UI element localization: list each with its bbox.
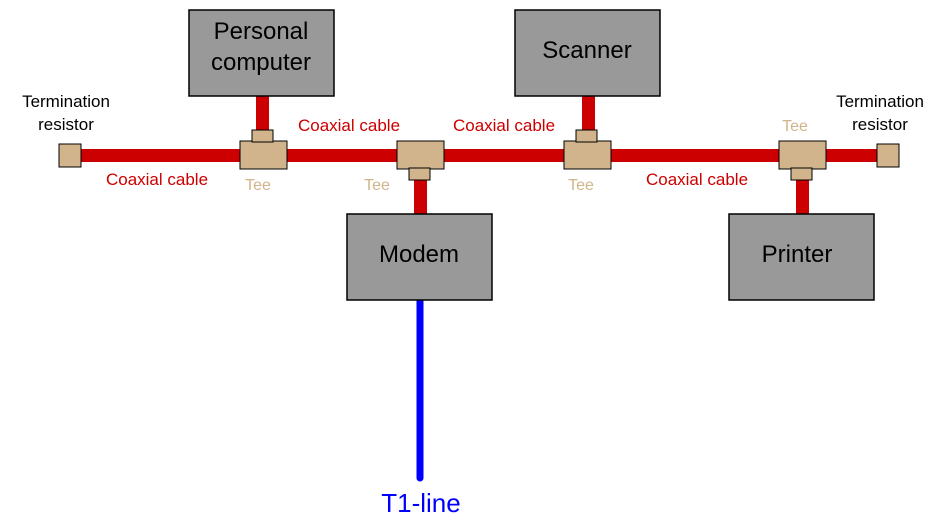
personal-computer-label-line1: Personal — [214, 18, 309, 45]
personal-computer-box — [188, 9, 335, 97]
personal-computer-label-line2: computer — [211, 49, 311, 76]
termination-left-label-line2: resistor — [38, 115, 94, 134]
coaxial-bus — [70, 149, 888, 162]
printer-label: Printer — [762, 241, 833, 268]
printer-box — [728, 213, 875, 301]
termination-resistor-left — [58, 143, 82, 168]
coaxial-cable-label: Coaxial cable — [646, 170, 748, 189]
tee-label: Tee — [782, 118, 808, 135]
termination-right-label-line2: resistor — [852, 115, 908, 134]
tee-connector-4 — [778, 140, 827, 181]
coaxial-cable-label: Coaxial cable — [298, 116, 400, 135]
modem-box — [346, 213, 493, 301]
coaxial-cable-label: Coaxial cable — [106, 170, 208, 189]
modem-drop-cable — [414, 170, 427, 215]
termination-left-label-line1: Termination — [22, 92, 110, 111]
scanner-box — [514, 9, 661, 97]
t1-line-label: T1-line — [381, 488, 460, 518]
tee-label: Tee — [364, 177, 390, 194]
scanner-label: Scanner — [542, 37, 631, 64]
termination-resistor-right — [876, 143, 900, 168]
printer-drop-cable — [796, 170, 809, 215]
coaxial-cable-label: Coaxial cable — [453, 116, 555, 135]
modem-label: Modem — [379, 241, 459, 268]
tee-connector-1 — [239, 129, 288, 170]
tee-connector-3 — [563, 129, 612, 170]
tee-label: Tee — [568, 177, 594, 194]
termination-right-label-line1: Termination — [836, 92, 924, 111]
tee-connector-2 — [396, 140, 445, 181]
tee-label: Tee — [245, 177, 271, 194]
